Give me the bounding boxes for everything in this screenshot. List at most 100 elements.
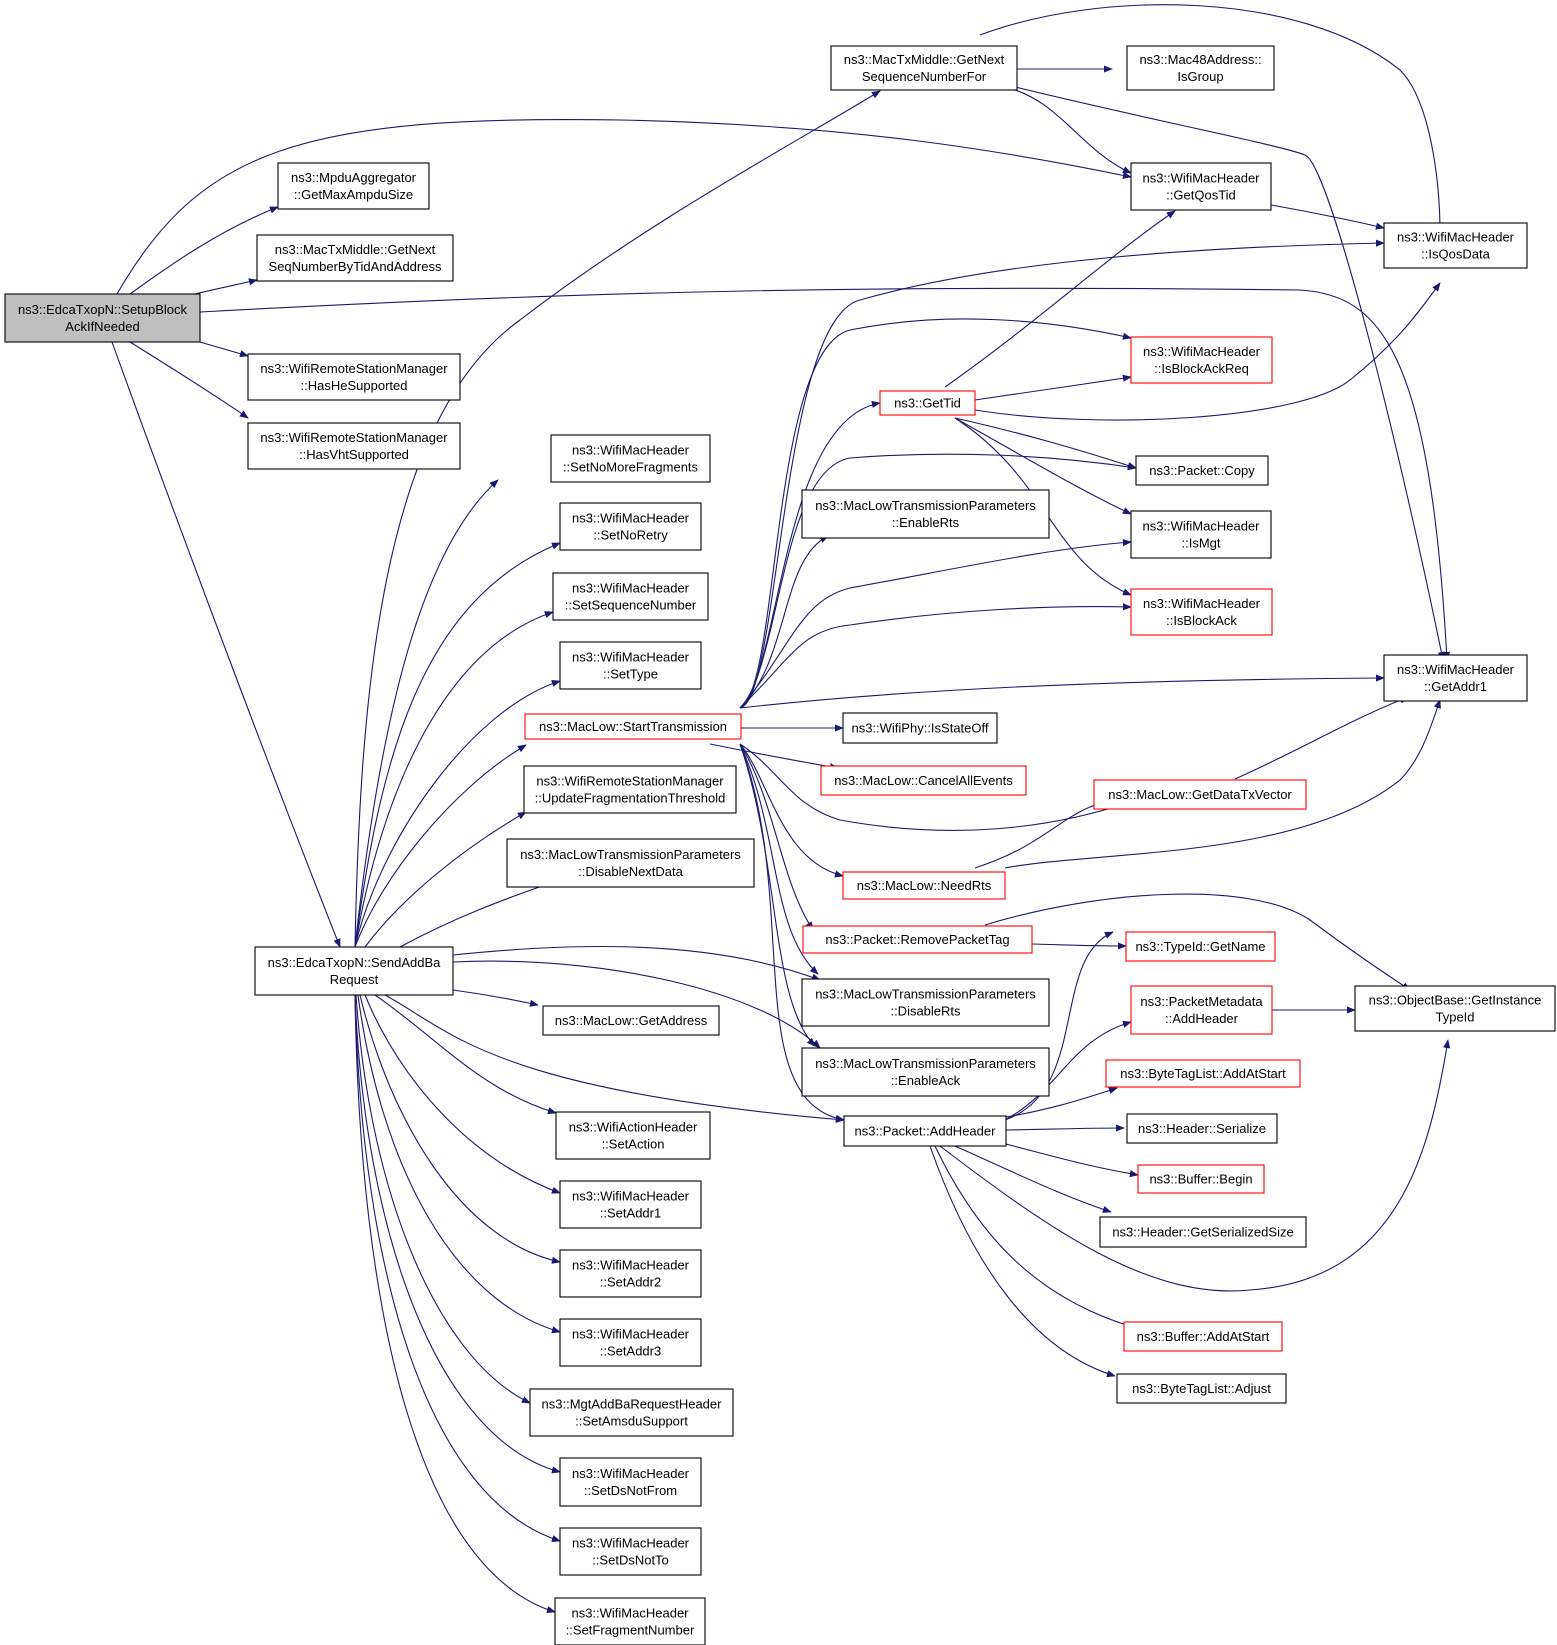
node-box	[506, 838, 755, 888]
node-label: ns3::PacketMetadata	[1140, 994, 1263, 1009]
node-removetag[interactable]: ns3::Packet::RemovePacketTag	[802, 925, 1033, 954]
node-setdsnotfrom[interactable]: ns3::WifiMacHeader::SetDsNotFrom	[559, 1457, 702, 1507]
edge-gettid-ismgt	[954, 417, 1132, 515]
node-getdatatx[interactable]: ns3::MacLow::GetDataTxVector	[1093, 779, 1307, 810]
node-box	[1130, 985, 1273, 1035]
edge-starttx-isblockackreq	[739, 318, 1132, 709]
node-setnomorefrag[interactable]: ns3::WifiMacHeader::SetNoMoreFragments	[550, 434, 711, 483]
node-box	[802, 925, 1033, 954]
node-label: ns3::MacLowTransmissionParameters	[815, 498, 1036, 513]
node-hashe[interactable]: ns3::WifiRemoteStationManager::HasHeSupp…	[247, 353, 461, 401]
node-setaddr1[interactable]: ns3::WifiMacHeader::SetAddr1	[559, 1180, 702, 1229]
edge-root-getnextseqtid	[194, 278, 258, 295]
node-bufaddatstart[interactable]: ns3::Buffer::AddAtStart	[1123, 1321, 1283, 1352]
node-label: ::SetDsNotTo	[592, 1553, 669, 1568]
node-disablenext[interactable]: ns3::MacLowTransmissionParameters::Disab…	[506, 838, 755, 888]
node-label: ns3::MacLow::StartTransmission	[539, 719, 727, 734]
edge-sendaddba-setaddr1	[364, 994, 561, 1194]
node-metaaddheader[interactable]: ns3::PacketMetadata::AddHeader	[1130, 985, 1273, 1035]
edge-sendaddba-setaddr2	[359, 994, 561, 1264]
node-setfragnum[interactable]: ns3::WifiMacHeader::SetFragmentNumber	[554, 1597, 706, 1645]
node-enableack[interactable]: ns3::MacLowTransmissionParameters::Enabl…	[801, 1047, 1050, 1097]
node-setdsnotto[interactable]: ns3::WifiMacHeader::SetDsNotTo	[559, 1527, 702, 1576]
node-isgroup[interactable]: ns3::Mac48Address::IsGroup	[1126, 45, 1275, 91]
node-setseqnum[interactable]: ns3::WifiMacHeader::SetSequenceNumber	[552, 572, 709, 621]
node-box	[1099, 1216, 1307, 1248]
edge-sendaddba-setaddr3	[357, 994, 561, 1334]
node-getnextseqfor[interactable]: ns3::MacTxMiddle::GetNextSequenceNumberF…	[830, 45, 1018, 91]
node-gettid[interactable]: ns3::GetTid	[879, 390, 976, 416]
edge-root-sendaddba	[111, 341, 341, 948]
node-label: ns3::WifiMacHeader	[572, 1189, 690, 1204]
node-getqostid[interactable]: ns3::WifiMacHeader::GetQosTid	[1130, 162, 1272, 211]
node-disablerts[interactable]: ns3::MacLowTransmissionParameters::Disab…	[801, 978, 1050, 1027]
edge-removetag-getname	[1031, 942, 1127, 950]
node-setaddr2[interactable]: ns3::WifiMacHeader::SetAddr2	[559, 1249, 702, 1298]
edge-getnextseqfor-isqosdata	[979, 4, 1444, 234]
node-getsersize[interactable]: ns3::Header::GetSerializedSize	[1099, 1216, 1307, 1248]
node-isblockack[interactable]: ns3::WifiMacHeader::IsBlockAck	[1130, 588, 1273, 636]
node-isblockackreq[interactable]: ns3::WifiMacHeader::IsBlockAckReq	[1130, 336, 1273, 384]
node-bytetagadjust[interactable]: ns3::ByteTagList::Adjust	[1116, 1373, 1287, 1404]
edge-sendaddba-setdsnotto	[354, 994, 561, 1542]
node-setamsdu[interactable]: ns3::MgtAddBaRequestHeader::SetAmsduSupp…	[529, 1388, 734, 1437]
node-serialize[interactable]: ns3::Header::Serialize	[1126, 1113, 1278, 1144]
edge-starttx-addheader	[739, 743, 845, 1122]
node-getaddr1[interactable]: ns3::WifiMacHeader::GetAddr1	[1383, 654, 1528, 702]
edge-getnextseqfor-getaddr1	[1014, 86, 1445, 661]
edge-starttx-disablerts	[739, 743, 819, 975]
node-addheader[interactable]: ns3::Packet::AddHeader	[843, 1115, 1007, 1147]
edge-gettid-getqostid	[944, 210, 1176, 388]
node-isstateoff[interactable]: ns3::WifiPhy::IsStateOff	[842, 712, 998, 744]
node-label: ns3::EdcaTxopN::SetupBlock	[18, 302, 188, 317]
node-isqosdata[interactable]: ns3::WifiMacHeader::IsQosData	[1383, 222, 1528, 269]
node-ismgt[interactable]: ns3::WifiMacHeader::IsMgt	[1130, 510, 1272, 559]
node-setnoretry[interactable]: ns3::WifiMacHeader::SetNoRetry	[559, 502, 702, 551]
edge-starttx-cancelall	[709, 743, 839, 771]
node-label: ::AddHeader	[1165, 1011, 1239, 1026]
node-getmaxampdu[interactable]: ns3::MpduAggregator::GetMaxAmpduSize	[277, 162, 430, 210]
node-updatefrag[interactable]: ns3::WifiRemoteStationManager::UpdateFra…	[523, 765, 737, 814]
node-cancelall[interactable]: ns3::MacLow::CancelAllEvents	[820, 765, 1027, 796]
edge-starttx-removetag	[739, 743, 814, 931]
node-label: Request	[330, 972, 379, 987]
node-box	[559, 1527, 702, 1576]
edge-gettid-isqosdata	[974, 282, 1441, 421]
node-hasvht[interactable]: ns3::WifiRemoteStationManager::HasVhtSup…	[247, 422, 461, 470]
node-box	[4, 293, 201, 343]
node-getaddress[interactable]: ns3::MacLow::GetAddress	[542, 1005, 720, 1036]
node-needrts[interactable]: ns3::MacLow::NeedRts	[842, 871, 1006, 900]
node-label: ns3::WifiMacHeader	[572, 581, 690, 596]
edge-starttx-getdatatx	[739, 743, 1137, 831]
node-starttx[interactable]: ns3::MacLow::StartTransmission	[524, 713, 742, 740]
node-setaddr3[interactable]: ns3::WifiMacHeader::SetAddr3	[559, 1318, 702, 1367]
node-box	[842, 871, 1006, 900]
node-bufbegin[interactable]: ns3::Buffer::Begin	[1137, 1164, 1265, 1194]
node-label: ns3::MacLowTransmissionParameters	[815, 1056, 1036, 1071]
edge-sendaddba-starttx	[354, 744, 527, 948]
node-label: ::SetAmsduSupport	[575, 1414, 688, 1429]
node-label: ns3::MpduAggregator	[291, 170, 417, 185]
node-settype[interactable]: ns3::WifiMacHeader::SetType	[559, 641, 702, 690]
node-packetcopy[interactable]: ns3::Packet::Copy	[1135, 455, 1269, 486]
node-enablerts[interactable]: ns3::MacLowTransmissionParameters::Enabl…	[801, 489, 1050, 539]
node-label: ::UpdateFragmentationThreshold	[535, 791, 726, 806]
node-box	[1116, 1373, 1287, 1404]
node-label: ::HasHeSupported	[301, 378, 408, 393]
node-getname[interactable]: ns3::TypeId::GetName	[1125, 931, 1276, 962]
node-label: ns3::WifiRemoteStationManager	[260, 361, 448, 376]
edge-addheader-metaaddheader	[1004, 1020, 1132, 1121]
node-label: ::SetDsNotFrom	[584, 1483, 677, 1498]
node-label: ns3::Header::GetSerializedSize	[1112, 1225, 1293, 1240]
node-box	[1383, 222, 1528, 269]
node-label: ns3::MacTxMiddle::GetNext	[275, 242, 436, 257]
node-label: ::IsQosData	[1421, 247, 1490, 262]
node-setaction[interactable]: ns3::WifiActionHeader::SetAction	[555, 1111, 711, 1160]
node-getnextseqtid[interactable]: ns3::MacTxMiddle::GetNextSeqNumberByTidA…	[256, 234, 454, 282]
node-addatstarttag[interactable]: ns3::ByteTagList::AddAtStart	[1105, 1059, 1301, 1088]
edge-sendaddba-settype	[354, 680, 561, 948]
